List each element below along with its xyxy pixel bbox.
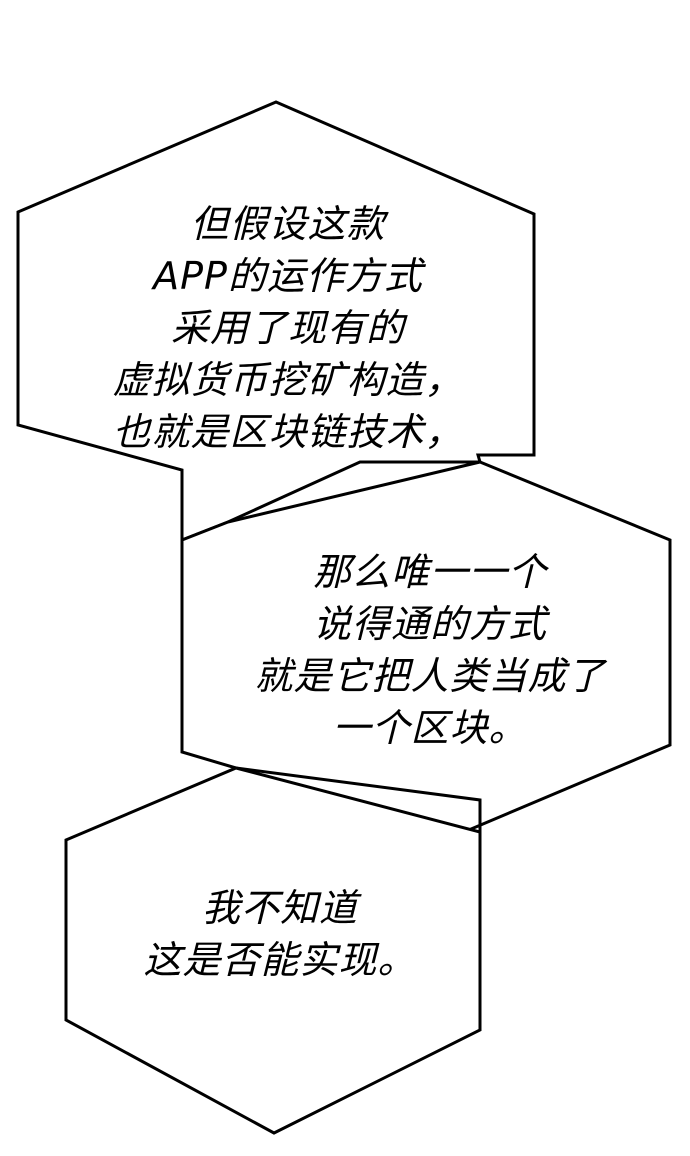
speech-bubble-2 [180,460,672,834]
bubble-3-line: 我不知道 [201,886,358,930]
bubble-2-line: 那么唯一一个 [312,550,547,594]
bubble-2-line: 就是它把人类当成了 [254,654,606,698]
bubble-1-line: 采用了现有的 [170,306,405,350]
bubble-3-line: 这是否能实现。 [143,938,417,982]
bubble-1-line: 也就是区块链技术， [112,410,464,454]
bubble-1-line: APP的运作方式 [153,254,423,298]
bubble-1-line: 虚拟货币挖矿构造， [112,358,464,402]
speech-bubble-3-text: 我不知道 这是否能实现。 [120,882,440,986]
speech-bubble-2-text: 那么唯一一个 说得通的方式 就是它把人类当成了 一个区块。 [220,546,640,754]
bubble-2-line: 一个区块。 [332,706,528,750]
speech-bubble-1 [16,100,536,543]
speech-bubble-1-text: 但假设这款 APP的运作方式 采用了现有的 虚拟货币挖矿构造， 也就是区块链技术… [88,198,488,458]
bubble-1-line: 但假设这款 [190,202,386,246]
bubble-2-line: 说得通的方式 [312,602,547,646]
speech-bubble-3 [64,766,482,1135]
